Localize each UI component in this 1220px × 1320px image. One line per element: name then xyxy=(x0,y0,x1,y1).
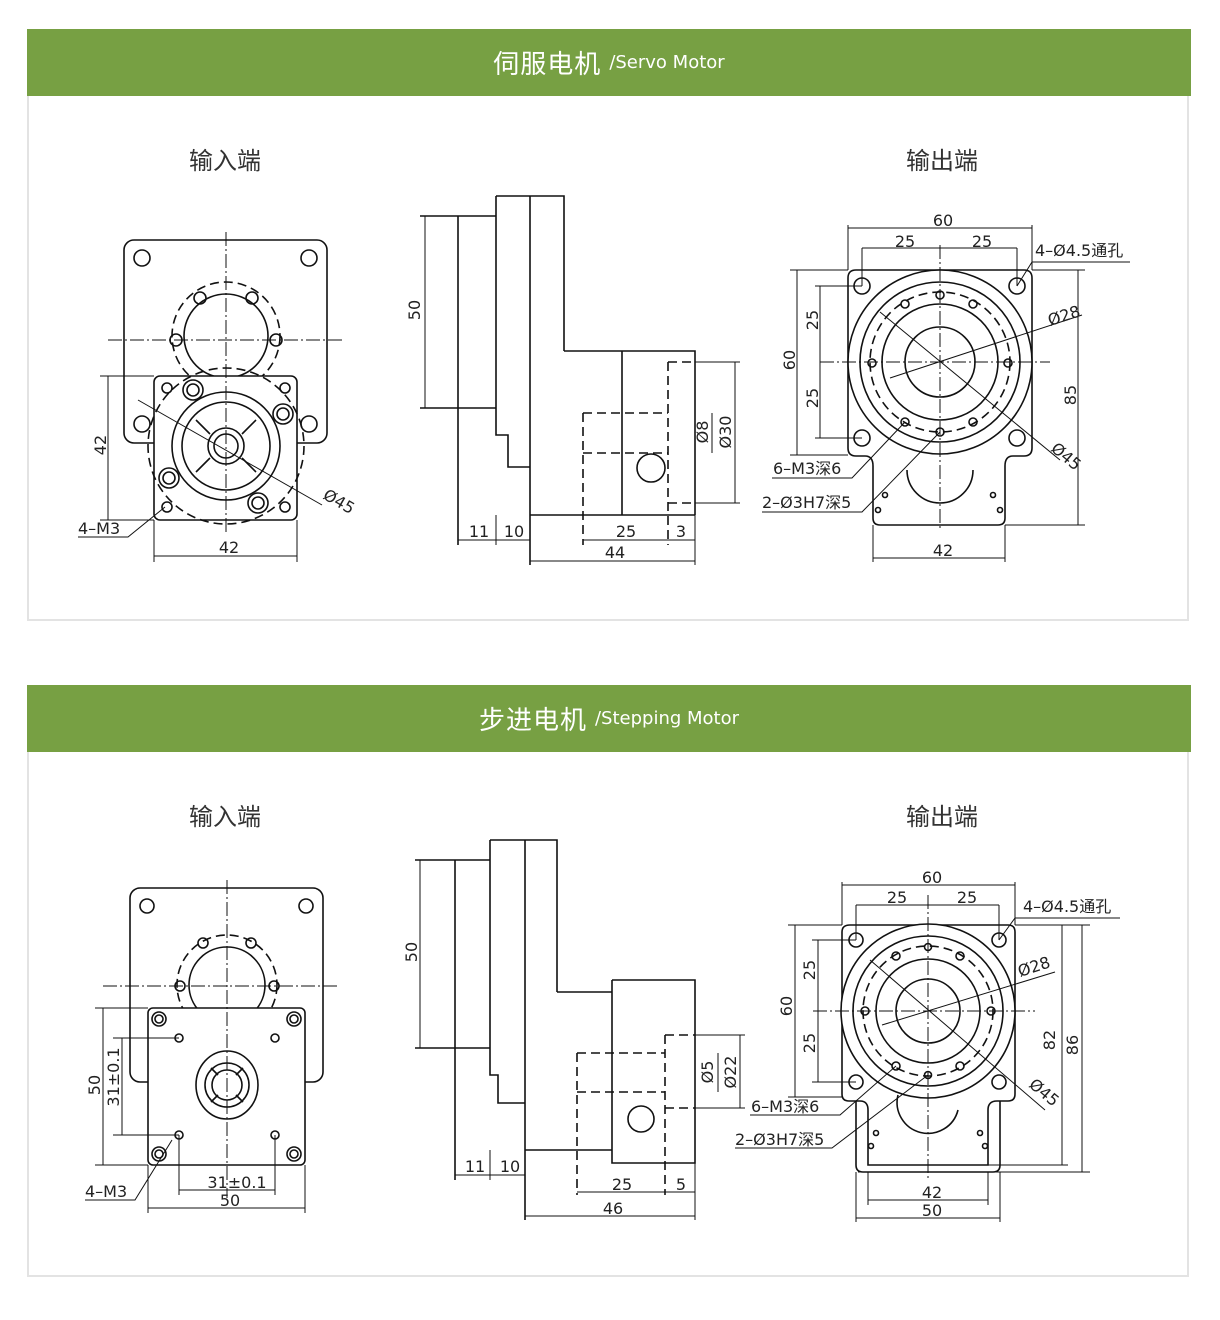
section-title-cn: 步进电机 xyxy=(478,706,587,736)
dim-bottom-1: 42 xyxy=(922,1183,942,1202)
stepping-input-view: 50 31±0.1 31±0.1 50 4–M3 xyxy=(85,880,340,1213)
servo-motor-header: 伺服电机 /Servo Motor xyxy=(27,29,1191,96)
dim-height: 42 xyxy=(91,435,110,455)
output-end-label: 输出端 xyxy=(906,803,978,831)
dia-outer: Ø45 xyxy=(1025,1075,1062,1111)
servo-motor-panel xyxy=(27,96,1189,621)
dia-inner: Ø28 xyxy=(1015,953,1052,981)
dim-height-inner: 31±0.1 xyxy=(104,1047,123,1106)
dim-height: 60 xyxy=(777,996,796,1016)
dim-bottom: 42 xyxy=(933,541,953,560)
dim-total: 44 xyxy=(605,543,625,562)
stepping-side-view: 50 11 10 25 5 46 Ø5 Ø22 xyxy=(402,839,745,1220)
dim-height: 50 xyxy=(402,942,421,962)
dim-a: 11 xyxy=(465,1157,485,1176)
dim-b: 10 xyxy=(500,1157,520,1176)
thread-note: 6–M3深6 xyxy=(751,1097,819,1116)
dim-v2: 25 xyxy=(803,388,822,408)
dim-v1: 25 xyxy=(803,310,822,330)
hole-note: 4–Ø4.5通孔 xyxy=(1035,241,1123,260)
dim-d: 3 xyxy=(676,522,686,541)
dia-shaft: Ø8 xyxy=(693,421,712,444)
hole-note: 4–M3 xyxy=(85,1182,127,1201)
stepping-output-view: 60 25 25 60 25 25 82 86 42 50 4–Ø4.5通孔 Ø… xyxy=(735,868,1120,1222)
dim-width: 60 xyxy=(933,211,953,230)
input-end-label: 输入端 xyxy=(189,803,261,831)
section-title-en: /Stepping Motor xyxy=(594,708,740,729)
servo-side-view: 50 11 10 25 3 44 Ø8 Ø30 xyxy=(405,195,740,565)
dim-width: 50 xyxy=(220,1191,240,1210)
dim-h1: 82 xyxy=(1040,1030,1059,1050)
pin-note: 2–Ø3H7深5 xyxy=(762,493,851,512)
dim-a: 11 xyxy=(469,522,489,541)
dim-total: 46 xyxy=(603,1199,623,1218)
dim-bottom-2: 50 xyxy=(922,1201,942,1220)
thread-note: 6–M3深6 xyxy=(773,459,841,478)
section-title-cn: 伺服电机 xyxy=(493,50,602,80)
stepping-motor-header: 步进电机 /Stepping Motor xyxy=(27,685,1191,752)
dim-h2: 86 xyxy=(1063,1035,1082,1055)
dim-d: 5 xyxy=(676,1175,686,1194)
hole-note: 4–Ø4.5通孔 xyxy=(1023,897,1111,916)
dim-c: 25 xyxy=(612,1175,632,1194)
section-title-en: /Servo Motor xyxy=(609,52,725,73)
hole-note: 4–M3 xyxy=(78,519,120,538)
output-end-label: 输出端 xyxy=(906,147,978,175)
dim-height: 50 xyxy=(85,1075,104,1095)
dim-half-left: 25 xyxy=(895,232,915,251)
dim-height: 50 xyxy=(405,300,424,320)
servo-input-view: 42 42 4–M3 Ø45 xyxy=(78,232,358,562)
dim-b: 10 xyxy=(504,522,524,541)
dim-half-right: 25 xyxy=(972,232,992,251)
dia-outer: Ø45 xyxy=(1047,439,1084,475)
dim-width-inner: 31±0.1 xyxy=(207,1173,266,1192)
dim-width: 60 xyxy=(922,868,942,887)
dim-half-right: 25 xyxy=(957,888,977,907)
dim-v1: 25 xyxy=(800,960,819,980)
dia-shaft: Ø5 xyxy=(698,1061,717,1084)
dia-boss: Ø22 xyxy=(721,1056,740,1089)
dia-boss: Ø30 xyxy=(716,416,735,449)
dim-v2: 25 xyxy=(800,1033,819,1053)
dia-inner: Ø28 xyxy=(1045,302,1082,330)
dim-height: 60 xyxy=(780,350,799,370)
input-end-label: 输入端 xyxy=(189,147,261,175)
pin-note: 2–Ø3H7深5 xyxy=(735,1130,824,1149)
stepping-motor-panel xyxy=(27,752,1189,1277)
dim-c: 25 xyxy=(616,522,636,541)
dim-width: 42 xyxy=(219,538,239,557)
dim-total-height: 85 xyxy=(1061,385,1080,405)
servo-output-view: 60 25 25 60 25 25 85 42 4–Ø4.5通孔 Ø28 Ø45… xyxy=(762,211,1130,562)
dim-half-left: 25 xyxy=(887,888,907,907)
dia-label: Ø45 xyxy=(320,485,358,518)
